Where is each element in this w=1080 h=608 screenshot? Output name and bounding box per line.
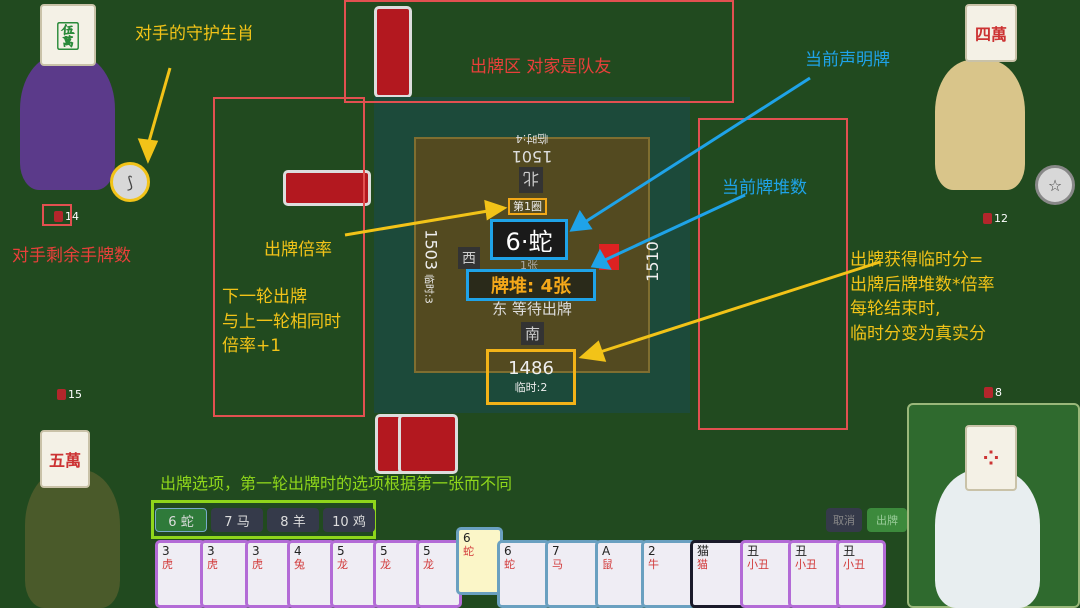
guardian-tile: 🀋 <box>40 4 96 66</box>
card-rank: 6 <box>504 544 512 558</box>
card-rank: 丑 <box>747 544 760 558</box>
play-button[interactable]: 出牌 <box>867 508 907 532</box>
card-rank: 4 <box>294 544 302 558</box>
bottom-left-tile: 五萬 <box>40 430 90 488</box>
top-right-tile: 四萬 <box>965 4 1017 62</box>
option-10-rooster[interactable]: 10 鸡 <box>323 508 375 532</box>
option-7-horse[interactable]: 7 马 <box>211 508 263 532</box>
north-played-card <box>374 6 412 98</box>
card-zodiac: 小丑 <box>795 557 817 571</box>
card-zodiac: 龙 <box>337 557 348 571</box>
card-zodiac: 蛇 <box>504 557 515 571</box>
card-zodiac: 小丑 <box>747 557 769 571</box>
card-rank: A <box>602 544 611 558</box>
card-rank: 3 <box>207 544 215 558</box>
card-zodiac: 鼠 <box>602 557 613 571</box>
card-zodiac: 虎 <box>162 557 173 571</box>
card-zodiac: 龙 <box>380 557 391 571</box>
pile-count: 牌堆: 4张 <box>466 269 596 301</box>
card-zodiac: 蛇 <box>463 544 474 558</box>
opponent-card-count: 14 <box>54 210 79 223</box>
round-label: 第1圈 <box>508 198 547 215</box>
self-card-count: 8 <box>984 386 1002 399</box>
card-rank: 7 <box>552 544 560 558</box>
opponent-card-count: 15 <box>57 388 82 401</box>
my-score-box: 1486 临时:2 <box>486 349 576 405</box>
card-rank: 丑 <box>795 544 808 558</box>
east-marker <box>599 244 619 270</box>
top-right-zodiac-icon[interactable]: ☆ <box>1035 165 1075 205</box>
opponent-top-right-avatar <box>935 60 1025 190</box>
guardian-snake-icon[interactable]: ⟆ <box>110 162 150 202</box>
card-rank: 6 <box>463 531 471 545</box>
card-zodiac: 小丑 <box>843 557 865 571</box>
card-rank: 3 <box>162 544 170 558</box>
card-zodiac: 兔 <box>294 557 305 571</box>
card-rank: 5 <box>380 544 388 558</box>
hand-card[interactable]: 丑小丑 <box>740 540 794 608</box>
play-area-box <box>344 0 734 103</box>
card-rank: 5 <box>337 544 345 558</box>
opponent-bottom-left-avatar <box>25 470 120 608</box>
option-8-goat[interactable]: 8 羊 <box>267 508 319 532</box>
west-played-card <box>283 170 371 206</box>
hand-card[interactable]: 丑小丑 <box>788 540 842 608</box>
hand-card[interactable]: 丑小丑 <box>836 540 886 608</box>
opponent-top-left-avatar <box>20 55 115 190</box>
card-zodiac: 猫 <box>697 557 708 571</box>
card-rank: 2 <box>648 544 656 558</box>
card-zodiac: 虎 <box>207 557 218 571</box>
card-rank: 5 <box>423 544 431 558</box>
card-zodiac: 虎 <box>252 557 263 571</box>
self-tile: ⁘ <box>965 425 1017 491</box>
current-claim: 6·蛇 <box>490 219 568 260</box>
card-zodiac: 牛 <box>648 557 659 571</box>
card-zodiac: 马 <box>552 557 563 571</box>
south-played-card <box>398 414 458 474</box>
hand-card[interactable]: 猫猫 <box>690 540 746 608</box>
turn-status: 东 等待出牌 <box>492 300 572 318</box>
self-avatar <box>935 470 1040 608</box>
card-rank: 猫 <box>697 544 710 558</box>
cancel-button[interactable]: 取消 <box>826 508 862 532</box>
card-rank: 丑 <box>843 544 856 558</box>
card-rank: 3 <box>252 544 260 558</box>
opponent-card-count: 12 <box>983 212 1008 225</box>
option-6-snake[interactable]: 6 蛇 <box>155 508 207 532</box>
card-zodiac: 龙 <box>423 557 434 571</box>
